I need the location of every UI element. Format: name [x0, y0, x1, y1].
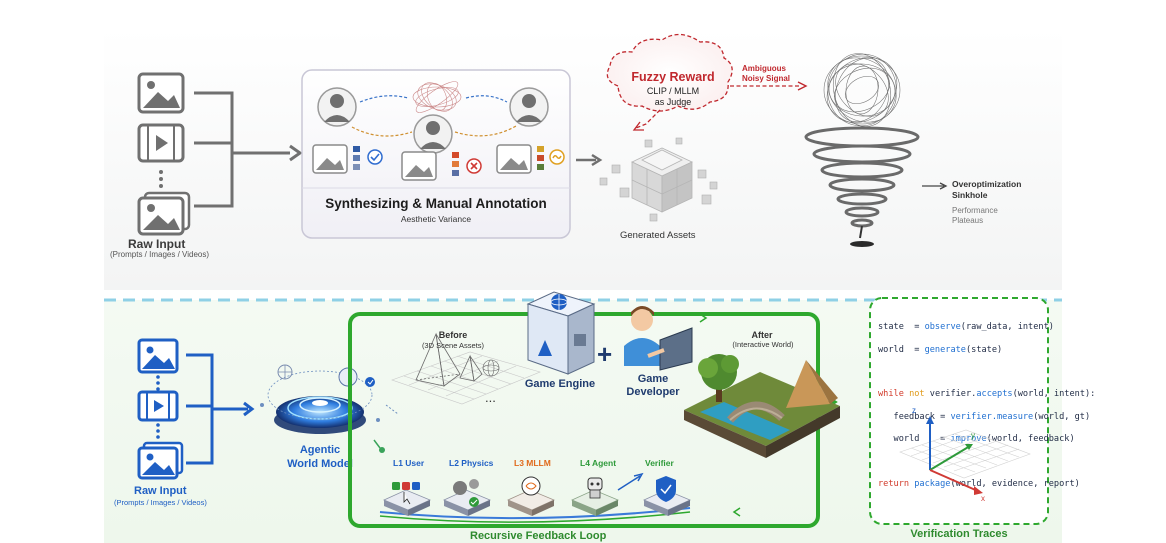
level-label-l1-user: L1 User	[393, 458, 425, 468]
axis-z-label: z	[912, 406, 916, 415]
developer-label-line1: Game	[637, 373, 669, 385]
l1-user-platform	[382, 482, 432, 516]
code-line-1: state = observe(raw_data, intent)	[878, 322, 1054, 333]
level-label-l4-agent: L4 Agent	[580, 458, 617, 468]
annotated-image-center	[401, 151, 482, 181]
axis-x-label: x	[981, 494, 985, 503]
code-line-3: while not verifier.accepts(world, intent…	[878, 389, 1096, 400]
level-label-l2-physics: L2 Physics	[449, 458, 494, 468]
annotated-image-right	[496, 144, 565, 174]
l2-physics-platform	[442, 479, 492, 516]
before-subtitle: (3D Scene Assets)	[421, 341, 485, 350]
annotated-image-left	[312, 144, 383, 174]
fuzzy-reward-title: Fuzzy Reward	[631, 70, 715, 84]
code-line-2: world = generate(state)	[878, 344, 1003, 355]
ellipsis-icon	[159, 170, 163, 188]
level-label-l3-mllm: L3 MLLM	[514, 458, 551, 468]
plateau-line2: Plateaus	[952, 216, 984, 225]
bottom-raw-input-subtitle: (Prompts / Images / Videos)	[114, 498, 207, 507]
verification-traces-label: Verification Traces	[910, 528, 1008, 540]
noisy-signal-line2: Noisy Signal	[742, 74, 791, 83]
awm-label-line1: Agentic	[299, 444, 341, 456]
loop-label: Recursive Feedback Loop	[470, 530, 607, 542]
ellipsis-icon	[156, 375, 160, 391]
game-engine-label: Game Engine	[524, 378, 596, 390]
awm-label-line2: World Model	[287, 458, 353, 470]
generated-assets-label: Generated Assets	[620, 230, 696, 241]
image-stack-icon	[137, 191, 191, 236]
fuzzy-reward-line1: CLIP / MLLM	[646, 86, 700, 96]
verifier-platform	[642, 476, 692, 516]
annotation-subtitle: Aesthetic Variance	[400, 214, 472, 224]
plus-sign: +	[597, 339, 613, 369]
noisy-signal-line1: Ambiguous	[742, 64, 786, 73]
before-title: Before	[438, 330, 468, 340]
l4-agent-platform	[570, 477, 620, 516]
after-subtitle: (Interactive World)	[732, 340, 794, 349]
image-icon	[137, 72, 185, 114]
video-icon	[137, 390, 179, 422]
before-ellipsis: ...	[485, 390, 496, 405]
annotator-avatar-right	[509, 87, 549, 127]
sinkhole-line1: Overoptimization	[952, 179, 1022, 189]
image-icon	[137, 338, 179, 374]
plateau-line1: Performance	[952, 206, 998, 215]
after-title: After	[751, 330, 773, 340]
developer-label-line2: Developer	[626, 386, 680, 398]
annotator-avatar-center	[413, 114, 453, 154]
code-line-6: return package(world, evidence, report)	[878, 478, 1080, 489]
l3-mllm-platform	[506, 476, 556, 516]
annotator-avatar-left	[317, 87, 357, 127]
level-label-verifier: Verifier	[645, 458, 674, 468]
aesthetic-scribble-icon	[412, 81, 462, 113]
ellipsis-icon	[156, 423, 160, 439]
top-raw-input-subtitle: (Prompts / Images / Videos)	[110, 250, 209, 259]
bottom-raw-input-title: Raw Input	[134, 485, 187, 497]
code-line-4: feedback = verifier.measure(world, gt)	[878, 411, 1091, 422]
axis-y-label: y	[971, 431, 975, 440]
annotation-title: Synthesizing & Manual Annotation	[325, 196, 547, 211]
code-block: state = observe(raw_data, intent) world …	[878, 311, 1095, 501]
image-stack-icon	[137, 441, 184, 480]
fuzzy-reward-line2: as Judge	[654, 97, 692, 107]
sinkhole-line2: Sinkhole	[952, 190, 988, 200]
video-icon	[137, 123, 185, 163]
top-raw-input-title: Raw Input	[128, 237, 186, 251]
